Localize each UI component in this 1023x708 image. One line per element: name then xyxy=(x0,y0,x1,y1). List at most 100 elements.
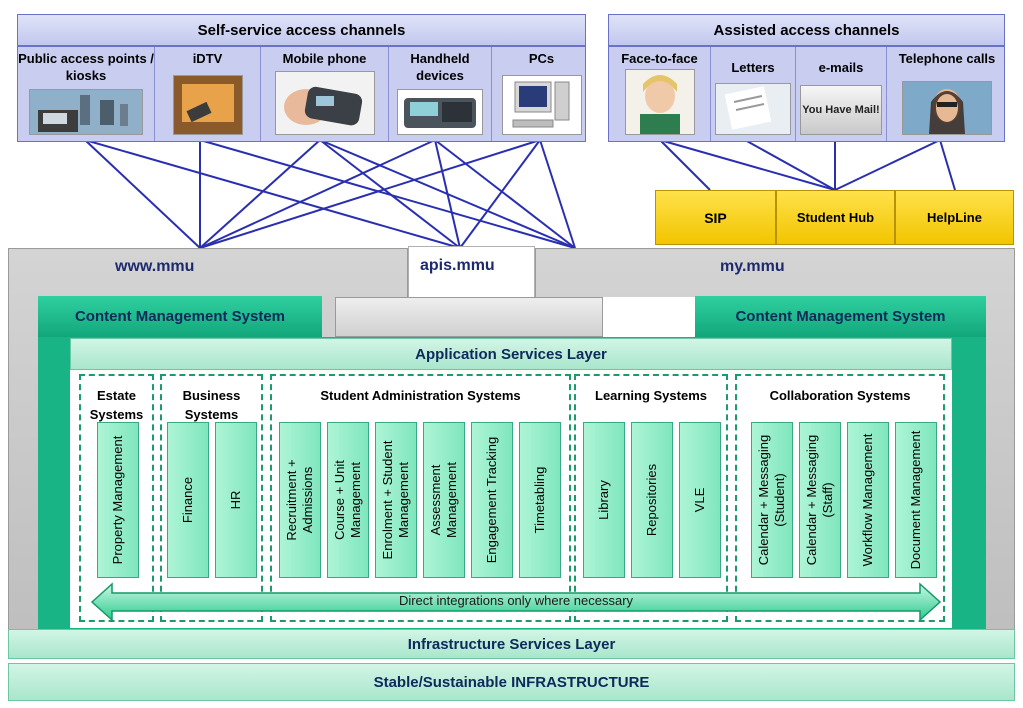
channel-label: PCs xyxy=(528,51,555,66)
tv-icon xyxy=(172,75,243,135)
channel-emails: e-mails You Have Mail! xyxy=(796,47,887,141)
phone-call-icon xyxy=(902,81,992,135)
box-assessment-management: Assessment Management xyxy=(423,422,465,578)
group-title: Estate Systems xyxy=(89,388,144,422)
box-label: Finance xyxy=(180,476,195,524)
portal-apis-title: apis.mmu xyxy=(420,257,495,274)
box-label: Library xyxy=(596,480,611,520)
group-title: Collaboration Systems xyxy=(769,388,911,403)
channel-label: Letters xyxy=(731,60,775,75)
hub-label: HelpLine xyxy=(927,210,982,225)
cms-left-label: Content Management System xyxy=(74,308,286,325)
box-label: Calendar + Messaging (Staff) xyxy=(804,434,835,566)
portal-my-title: my.mmu xyxy=(720,258,785,275)
channel-idtv: iDTV xyxy=(155,47,261,141)
box-repositories: Repositories xyxy=(631,422,673,578)
box-calendar-messaging-student: Calendar + Messaging (Student) xyxy=(751,422,793,578)
kiosk-icon xyxy=(29,89,143,135)
box-label: Timetabling xyxy=(532,466,547,534)
infrastructure-services-layer: Infrastructure Services Layer xyxy=(8,629,1015,659)
box-enrolment-student-management: Enrolment + Student Management xyxy=(375,422,417,578)
group-title: Learning Systems xyxy=(595,388,707,403)
channel-handheld: Handheld devices xyxy=(389,47,492,141)
group-collaboration: Collaboration Systems xyxy=(735,374,945,622)
box-recruitment-admissions: Recruitment + Admissions xyxy=(279,422,321,578)
box-calendar-messaging-staff: Calendar + Messaging (Staff) xyxy=(799,422,841,578)
integration-label: Direct integrations only where necessary xyxy=(398,593,634,608)
box-label: Course + Unit Management xyxy=(332,460,363,540)
box-hr: HR xyxy=(215,422,257,578)
group-title: Business Systems xyxy=(182,388,241,422)
box-label: Property Management xyxy=(110,435,125,565)
infra-label: Stable/Sustainable INFRASTRUCTURE xyxy=(373,673,650,691)
channel-letters: Letters xyxy=(711,47,796,141)
person-icon xyxy=(624,69,695,135)
channel-pcs: PCs xyxy=(492,47,591,141)
group-business: Business Systems xyxy=(160,374,263,622)
self-service-channels: Public access points / kiosks iDTV Mobil… xyxy=(17,46,586,142)
mail-icon: You Have Mail! xyxy=(800,85,882,135)
channel-label: Telephone calls xyxy=(898,51,996,66)
portal-www-title: www.mmu xyxy=(115,258,195,275)
hub-sip: SIP xyxy=(655,190,776,245)
group-title: Student Administration Systems xyxy=(320,388,521,403)
box-label: VLE xyxy=(692,487,707,513)
application-services-layer: Application Services Layer xyxy=(70,338,952,370)
mail-image-text: You Have Mail! xyxy=(802,104,880,116)
hub-label: Student Hub xyxy=(796,210,875,225)
cms-right: Content Management System xyxy=(695,296,986,337)
box-finance: Finance xyxy=(167,422,209,578)
portal-apis-frame xyxy=(408,246,535,298)
letter-icon xyxy=(715,83,791,135)
channel-face-to-face: Face-to-face xyxy=(609,47,711,141)
self-service-header: Self-service access channels xyxy=(17,14,586,46)
cms-right-label: Content Management System xyxy=(735,308,946,325)
mobile-phone-icon xyxy=(274,71,375,135)
box-label: Engagement Tracking xyxy=(484,436,499,564)
channel-mobile-phone: Mobile phone xyxy=(261,47,389,141)
hub-student-hub: Student Hub xyxy=(776,190,895,245)
box-property-management: Property Management xyxy=(97,422,139,578)
self-service-title: Self-service access channels xyxy=(197,21,406,39)
assisted-header: Assisted access channels xyxy=(608,14,1005,46)
assisted-channels: Face-to-face Letters e-mails You Have Ma… xyxy=(608,46,1005,142)
apis-gap xyxy=(603,297,695,337)
box-label: Calendar + Messaging (Student) xyxy=(756,434,787,566)
box-engagement-tracking: Engagement Tracking xyxy=(471,422,513,578)
hub-label: SIP xyxy=(704,209,727,226)
assisted-title: Assisted access channels xyxy=(713,21,900,39)
apis-box xyxy=(335,297,603,337)
box-library: Library xyxy=(583,422,625,578)
box-label: HR xyxy=(228,490,243,510)
handheld-icon xyxy=(397,89,483,135)
box-label: Enrolment + Student Management xyxy=(380,440,411,560)
box-label: Recruitment + Admissions xyxy=(284,459,315,541)
box-timetabling: Timetabling xyxy=(519,422,561,578)
channel-telephone: Telephone calls xyxy=(887,47,1007,141)
group-student-administration: Student Administration Systems xyxy=(270,374,571,622)
infra-layer-label: Infrastructure Services Layer xyxy=(407,635,616,653)
box-label: Workflow Management xyxy=(860,433,875,567)
pc-icon xyxy=(501,75,582,135)
integration-arrow xyxy=(90,582,942,622)
box-course-unit-management: Course + Unit Management xyxy=(327,422,369,578)
box-label: Repositories xyxy=(644,463,659,537)
box-label: Assessment Management xyxy=(428,462,459,538)
box-workflow-management: Workflow Management xyxy=(847,422,889,578)
channel-label: Handheld devices xyxy=(410,51,470,83)
cms-left: Content Management System xyxy=(38,296,322,337)
app-layer-label: Application Services Layer xyxy=(415,345,607,363)
group-learning: Learning Systems xyxy=(574,374,728,622)
channel-label: iDTV xyxy=(192,51,223,66)
group-estate: Estate Systems xyxy=(79,374,154,622)
channel-label: Mobile phone xyxy=(282,51,367,66)
box-document-management: Document Management xyxy=(895,422,937,578)
channel-label: Public access points / kiosks xyxy=(18,51,154,83)
infrastructure: Stable/Sustainable INFRASTRUCTURE xyxy=(8,663,1015,701)
hub-helpline: HelpLine xyxy=(895,190,1014,245)
box-vle: VLE xyxy=(679,422,721,578)
channel-label: e-mails xyxy=(818,60,864,75)
channel-kiosks: Public access points / kiosks xyxy=(18,47,155,141)
box-label: Document Management xyxy=(908,430,923,570)
